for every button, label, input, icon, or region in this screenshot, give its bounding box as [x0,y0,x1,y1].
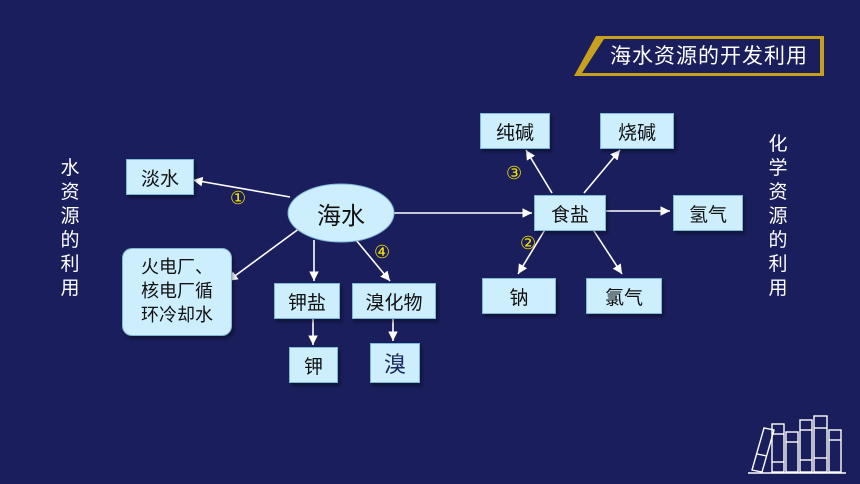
line-seawater-powerplant [227,227,301,282]
node-potassium: 钾 [289,347,338,383]
marker-4: ④ [374,242,391,263]
node-soda-ash: 纯碱 [480,113,550,149]
node-salt: 食盐 [534,195,606,231]
line-seawater-bromide [355,239,391,282]
banner-shape [574,36,824,76]
books-icon [748,415,846,474]
line-salt-caustic [583,149,621,194]
page-title: 海水资源的开发利用 [610,44,808,68]
line-salt-sodium [517,227,547,275]
marker-2: ② [520,233,537,254]
node-bromine: 溴 [370,343,420,383]
line-salt-chlorine [591,227,623,275]
node-fresh-water: 淡水 [126,159,194,195]
node-caustic-soda: 烧碱 [600,113,674,149]
line-salt-soda [525,149,553,194]
line-seawater-freshwater [192,176,291,198]
marker-3: ③ [506,163,523,184]
node-power-plant: 火电厂、 核电厂循 环冷却水 [122,248,232,336]
node-potassium-salt: 钾盐 [274,283,340,319]
right-side-label: 化 学 资 源 的 利 用 [768,133,788,299]
left-side-label: 水 资 源 的 利 用 [60,157,80,299]
title-banner: 海水资源的开发利用 [574,36,824,76]
marker-1: ① [230,188,247,209]
node-bromide: 溴化物 [352,283,436,319]
seawater-ellipse [287,183,395,243]
node-chlorine: 氯气 [586,278,662,314]
node-seawater: 海水 [317,201,365,230]
node-sodium: 钠 [482,278,556,314]
node-hydrogen: 氢气 [673,195,743,231]
